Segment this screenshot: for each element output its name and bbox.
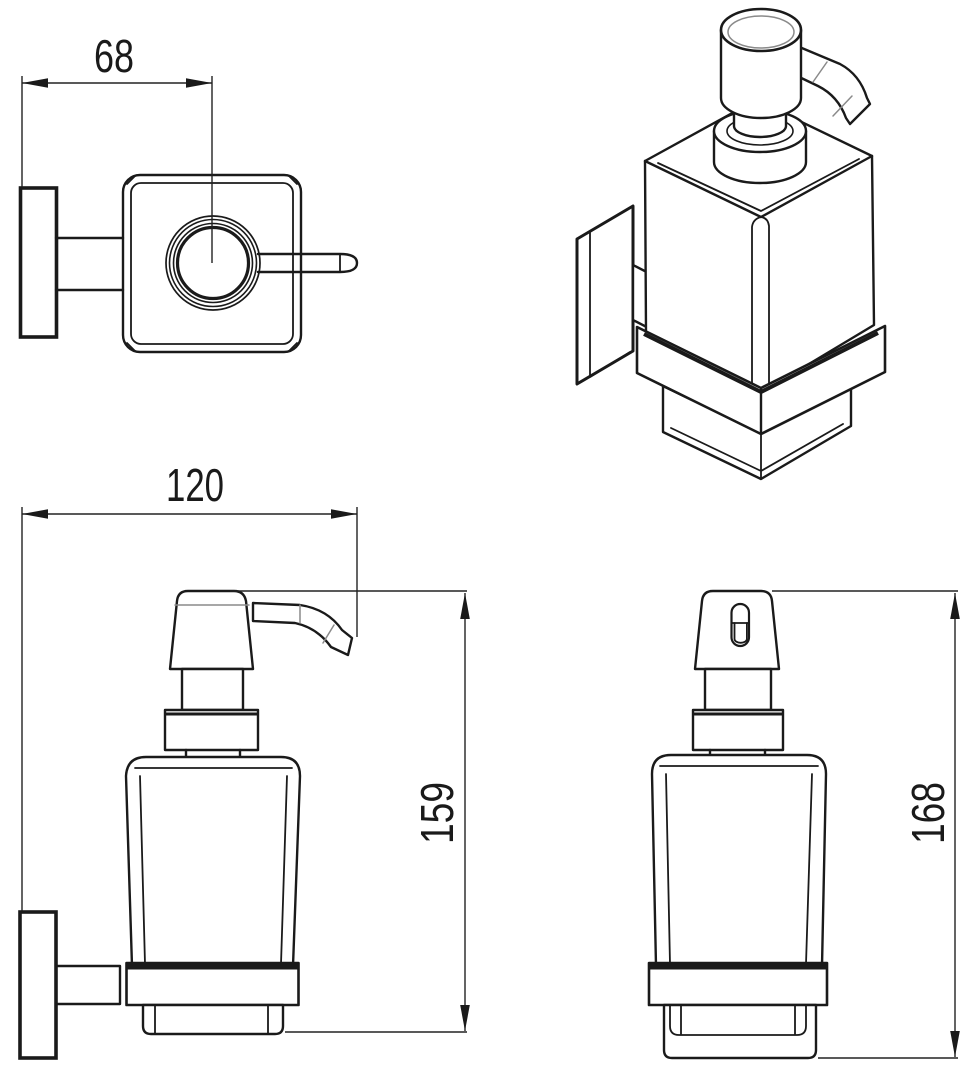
dimension-120: 120: [21, 459, 358, 911]
pump-cylinder-iso: [719, 28, 803, 120]
mount-arm-side-view: [54, 964, 129, 1006]
arrowhead-left: [22, 78, 48, 88]
holder-band-front: [647, 961, 829, 1007]
wall-plate-side-view: [18, 910, 58, 1060]
arrowhead-bottom: [950, 1031, 960, 1057]
dimension-68: 68: [21, 30, 212, 187]
wall-plate-top-view: [18, 186, 59, 339]
holder-band-rim-side: [127, 963, 298, 970]
dimension-159-label: 159: [411, 782, 463, 844]
glass-bottle-front: [650, 753, 828, 968]
spout-seams-side: [299, 604, 335, 644]
side-view: [18, 589, 354, 1060]
bottom-cup-side: [141, 1003, 285, 1036]
bottle-inner-walls-front: [659, 765, 819, 965]
reference-lines: [772, 590, 958, 1059]
bottom-cup-detail-side: [154, 1004, 269, 1034]
pump-top-seam: [727, 15, 795, 49]
dimension-68-label: 68: [94, 30, 134, 82]
holder-band-rim-front: [650, 963, 826, 970]
spout-iso: [793, 44, 872, 126]
pump-neck-side: [180, 667, 245, 712]
wall-plate-iso: [575, 204, 635, 386]
bottom-cup-detail: [662, 423, 844, 480]
collar-front: [691, 708, 785, 752]
pump-circle-top-view: [165, 215, 261, 311]
arrowhead-top: [950, 593, 960, 619]
reference-lines: [230, 590, 467, 1033]
dimension-168: 168: [772, 590, 960, 1059]
bottle-top-rim: [657, 158, 860, 212]
spout-side: [251, 601, 354, 657]
bottom-cup-detail-front: [680, 1004, 796, 1035]
pump-head-front: [693, 589, 781, 671]
dimension-159: 159: [230, 590, 470, 1033]
dimension-168-label: 168: [902, 782, 954, 844]
arrowhead-left: [22, 509, 48, 519]
bottom-cup-inner-front: [669, 1004, 807, 1036]
spout-tube-front: [733, 622, 748, 644]
isometric-view: [575, 7, 887, 481]
bottle-front-edge: [751, 216, 770, 389]
holder-band-rim: [643, 331, 879, 394]
collar-side: [163, 708, 260, 752]
pump-neck-front: [703, 667, 773, 712]
top-view: [18, 76, 359, 354]
arrowhead-bottom: [460, 1005, 470, 1031]
corner-marks: [126, 175, 298, 352]
glass-bottle-side: [124, 755, 302, 968]
bottom-cup-front: [662, 1003, 818, 1060]
spout-seams-iso: [812, 61, 853, 117]
spout-top-view: [256, 252, 359, 274]
wall-plate-bevel: [589, 231, 631, 378]
arrowhead-right: [331, 509, 357, 519]
front-view: [647, 589, 829, 1060]
arrowhead-top: [460, 593, 470, 619]
spout-opening-front: [730, 602, 751, 648]
bottle-inner-walls-side: [134, 767, 293, 965]
pump-head-side: [168, 589, 255, 671]
dimension-120-label: 120: [166, 459, 224, 511]
arrowhead-right: [186, 78, 212, 88]
mount-arm-top-view: [54, 236, 125, 292]
extension-lines: [21, 507, 358, 911]
